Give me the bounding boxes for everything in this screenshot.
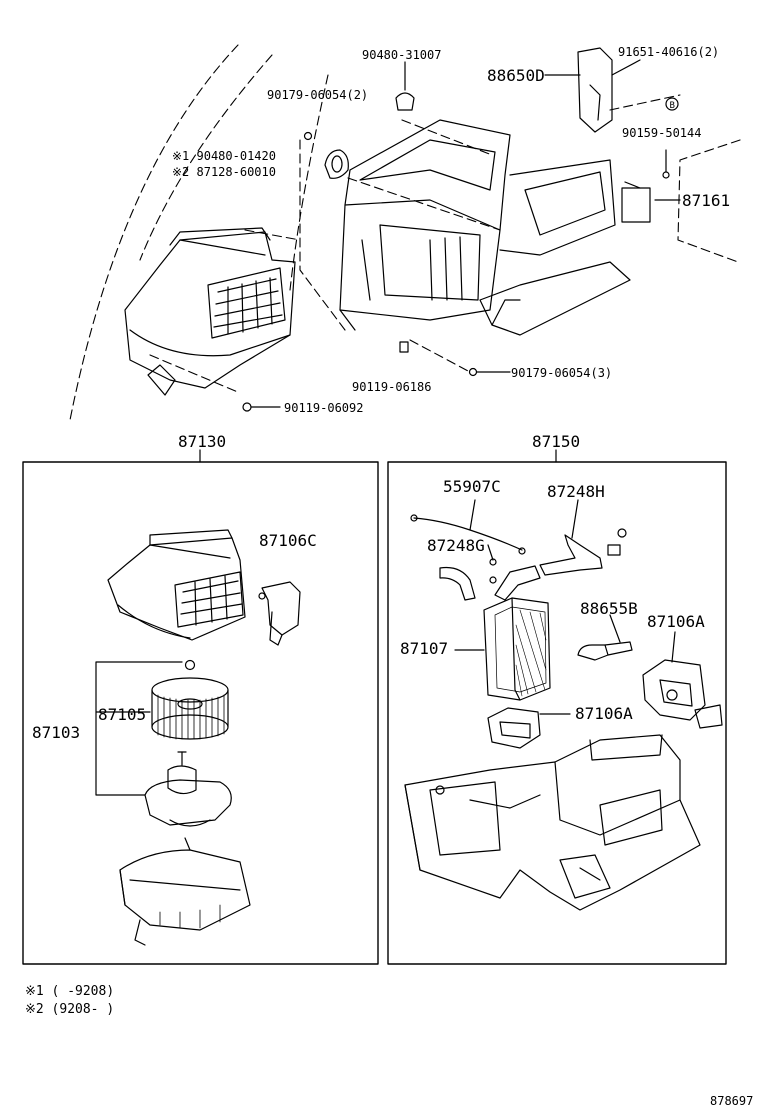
label-87248G: 87248G <box>427 536 485 555</box>
diagram-id: 878697 <box>710 1094 754 1108</box>
footnote-2: ※2 (9208- ) <box>25 1002 115 1017</box>
label-90179-06054-2: 90179-06054(2) <box>267 88 369 102</box>
top-small-parts: B <box>242 47 681 412</box>
label-87248H: 87248H <box>547 482 605 501</box>
blower-wheel-87105 <box>151 659 229 740</box>
label-87106C: 87106C <box>259 531 317 550</box>
label-55907C: 55907C <box>443 477 501 496</box>
label-87128-60010: ※2 87128-60010 <box>172 165 276 179</box>
top-dash-outlines <box>69 44 741 421</box>
box-title-87130: 87130 <box>178 432 227 451</box>
heater-case-lower <box>404 734 701 911</box>
label-90119-06186: 90119-06186 <box>352 380 432 394</box>
label-87105: 87105 <box>98 705 147 724</box>
servo-87106A-right <box>642 631 723 729</box>
label-88655B: 88655B <box>580 599 638 618</box>
heater-case-top <box>339 119 631 336</box>
label-90480-31007: 90480-31007 <box>362 48 442 62</box>
box-87150 <box>387 449 727 965</box>
pipes-and-hoses <box>410 499 627 601</box>
box-title-87150: 87150 <box>532 432 581 451</box>
part-87106C <box>258 581 301 646</box>
label-87106A-center: 87106A <box>575 704 633 723</box>
part-88655B <box>577 614 633 661</box>
blower-motor-87103 <box>95 661 232 827</box>
blower-case-upper <box>107 529 246 641</box>
svg-text:B: B <box>670 101 675 111</box>
blower-housing-top <box>124 227 296 396</box>
label-90119-06092: 90119-06092 <box>284 401 364 415</box>
label-88650D: 88650D <box>487 66 545 85</box>
label-90159-50144: 90159-50144 <box>622 126 702 140</box>
heater-core-87107 <box>454 597 551 701</box>
servo-87106A-center <box>487 707 571 749</box>
label-90179-06054-3: 90179-06054(3) <box>511 366 613 380</box>
label-87103: 87103 <box>32 723 81 742</box>
label-87106A-right: 87106A <box>647 612 705 631</box>
box-87130 <box>22 449 379 965</box>
footnote-1: ※1 ( -9208) <box>25 984 115 999</box>
label-87107: 87107 <box>400 639 449 658</box>
blower-lower-case <box>119 837 251 946</box>
label-87161: 87161 <box>682 191 731 210</box>
label-90480-01420: ※1 90480-01420 <box>172 149 276 163</box>
label-91651-40616: 91651-40616(2) <box>618 45 720 59</box>
